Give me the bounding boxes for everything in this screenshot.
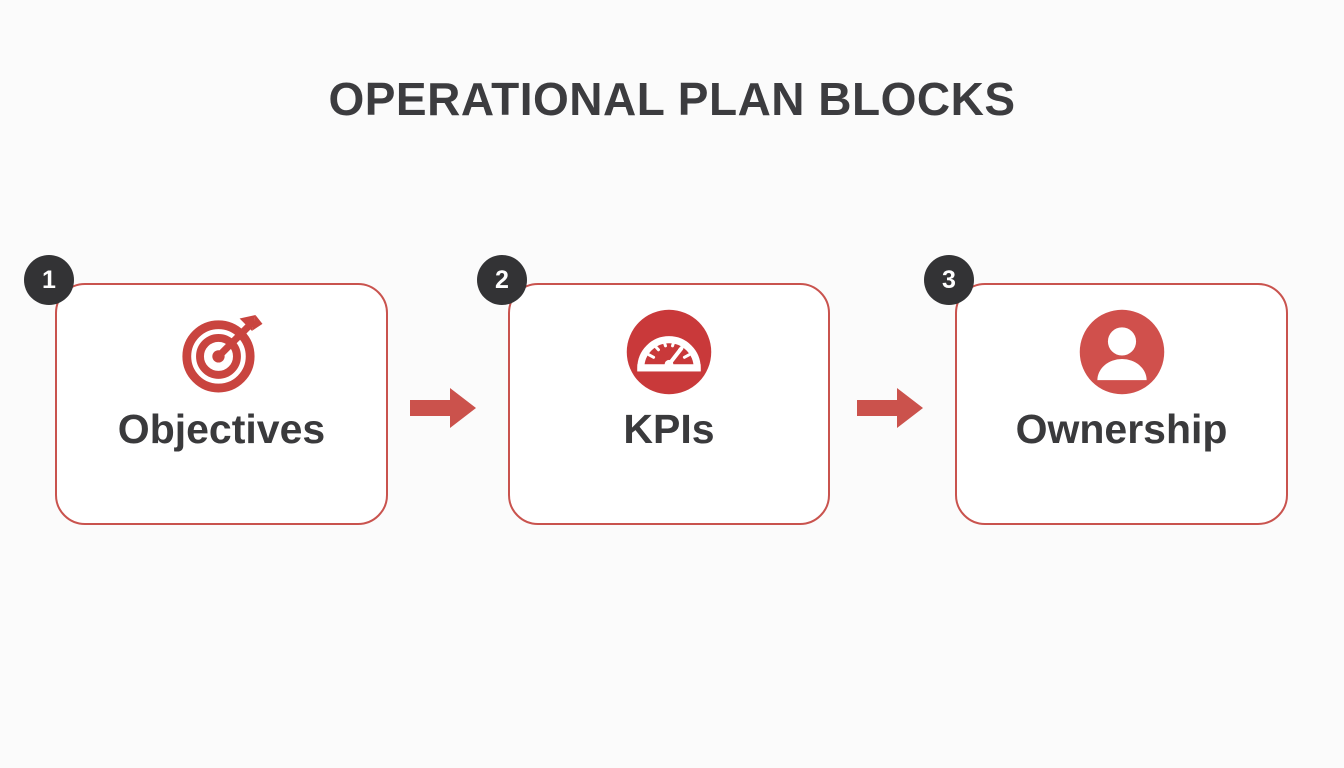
step-number-badge: 1 <box>24 255 74 305</box>
person-icon <box>1078 308 1166 396</box>
step-number-badge: 3 <box>924 255 974 305</box>
arrow-right-icon <box>857 388 923 428</box>
step-number-badge: 2 <box>477 255 527 305</box>
card-content: KPIs <box>510 285 828 523</box>
card-content: Ownership <box>957 285 1286 523</box>
page-title: OPERATIONAL PLAN BLOCKS <box>328 73 1016 125</box>
arrow-right-icon <box>410 388 476 428</box>
process-flow: Objectives 1 <box>0 255 1344 527</box>
flow-card-label: KPIs <box>623 406 715 452</box>
target-icon <box>178 308 266 396</box>
gauge-icon <box>625 308 713 396</box>
flow-card-objectives[interactable]: Objectives 1 <box>24 255 388 525</box>
flow-card-label: Ownership <box>1015 406 1228 452</box>
flow-card-label: Objectives <box>117 406 326 452</box>
card-content: Objectives <box>57 285 386 523</box>
flow-card-kpis[interactable]: KPIs 2 <box>477 255 830 525</box>
flow-card-ownership[interactable]: Ownership 3 <box>924 255 1288 525</box>
